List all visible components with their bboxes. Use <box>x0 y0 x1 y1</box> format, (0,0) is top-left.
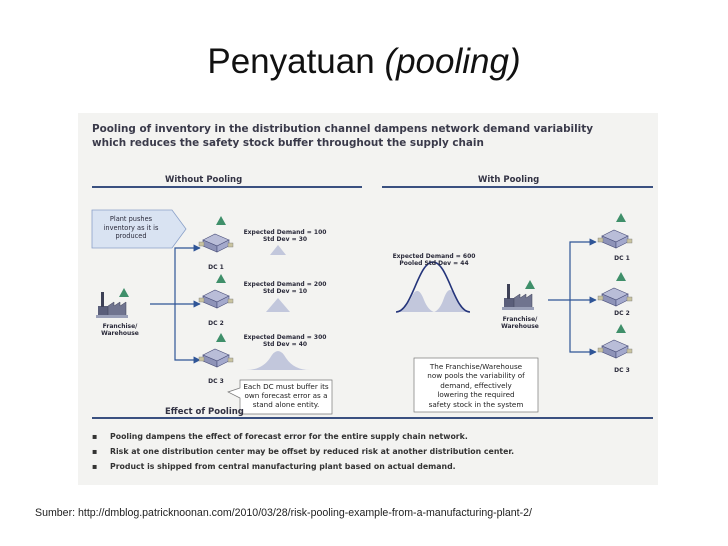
pooled-expected-demand: Expected Demand = 600 <box>392 253 476 260</box>
callout-right-line1: The Franchise/Warehouse <box>429 362 523 371</box>
dc-right-2-icon <box>597 287 633 307</box>
dc-right-2-label: DC 2 <box>614 310 630 317</box>
dc-right-1-triangle-icon <box>616 213 626 222</box>
plant-pushes-line2: inventory as it is <box>103 223 159 232</box>
dc-left-2-triangle-icon <box>216 274 226 283</box>
pooled-demand-text: Expected Demand = 600 Pooled Std Dev = 4… <box>384 253 484 267</box>
dc2-std-dev: Std Dev = 10 <box>262 288 308 295</box>
figure-heading-line2: which reduces the safety stock buffer th… <box>92 137 484 149</box>
dc-left-2-label: DC 2 <box>208 320 224 327</box>
callout-left-line3: stand alone entity. <box>252 400 320 409</box>
dc-left-3-label: DC 3 <box>208 378 224 385</box>
dc1-expected-demand: Expected Demand = 100 <box>243 229 327 236</box>
left-flow-arrows <box>150 244 201 364</box>
dc-right-3-icon <box>597 339 633 359</box>
dc-left-1-icon <box>198 233 234 253</box>
franchise-right-triangle-icon <box>525 280 535 289</box>
plant-pushes-box <box>91 209 187 249</box>
title-main: Penyatuan <box>207 42 385 81</box>
callout-left-line2: own forecast error as a <box>244 391 328 400</box>
dc-left-3-triangle-icon <box>216 333 226 342</box>
plant-pushes-text: Plant pushes inventory as it is produced <box>96 215 166 241</box>
dc3-expected-demand: Expected Demand = 300 <box>243 334 327 341</box>
dc-right-3-triangle-icon <box>616 324 626 333</box>
dc-left-3-icon <box>198 348 234 368</box>
pooled-distribution-curve <box>395 261 471 313</box>
slide-title: Penyatuan (pooling) <box>0 42 728 82</box>
title-italic: (pooling) <box>384 42 521 81</box>
effect-bullet-2: Risk at one distribution center may be o… <box>90 444 650 459</box>
callout-right-line2: now pools the variability of <box>427 371 525 381</box>
effect-bullet-3: Product is shipped from central manufact… <box>90 459 650 474</box>
franchise-right-line2: Warehouse <box>501 323 539 330</box>
figure-heading-line1: Pooling of inventory in the distribution… <box>92 123 593 135</box>
dc-left-1-triangle-icon <box>216 216 226 225</box>
callout-right-line3: demand, effectively <box>440 380 512 390</box>
right-flow-arrows <box>548 238 597 356</box>
callout-right-box <box>413 357 539 413</box>
dc3-demand-text: Expected Demand = 300 Std Dev = 40 <box>238 334 332 348</box>
callout-right-text: The Franchise/Warehouse now pools the va… <box>414 362 538 409</box>
pooled-distribution-fill <box>396 290 470 312</box>
dc-right-2-triangle-icon <box>616 272 626 281</box>
franchise-left-line2: Warehouse <box>101 330 139 337</box>
dc2-expected-demand: Expected Demand = 200 <box>243 281 327 288</box>
dc1-demand-text: Expected Demand = 100 Std Dev = 30 <box>238 229 332 243</box>
effect-bullet-list: Pooling dampens the effect of forecast e… <box>90 429 650 474</box>
effect-bullet-1: Pooling dampens the effect of forecast e… <box>90 429 650 444</box>
dc2-demand-shape <box>266 298 290 312</box>
callout-right-line4: lowering the required <box>437 390 515 400</box>
callout-right-line5: safety stock in the system <box>428 399 524 409</box>
dc-right-3-label: DC 3 <box>614 367 630 374</box>
franchise-left-triangle-icon <box>119 288 129 297</box>
without-pooling-label: Without Pooling <box>165 175 243 185</box>
with-pooling-label: With Pooling <box>478 175 540 185</box>
dc3-std-dev: Std Dev = 40 <box>262 341 308 348</box>
dc-left-2-icon <box>198 289 234 309</box>
franchise-right-line1: Franchise/ <box>502 316 538 323</box>
dc2-demand-text: Expected Demand = 200 Std Dev = 10 <box>238 281 332 295</box>
callout-left-text: Each DC must buffer its own forecast err… <box>240 382 332 409</box>
dc1-demand-shape <box>270 245 286 255</box>
pooled-std-dev: Pooled Std Dev = 44 <box>399 260 469 267</box>
callout-left-box <box>227 379 333 415</box>
source-citation: Sumber: http://dmblog.patricknoonan.com/… <box>35 507 532 519</box>
plant-pushes-line3: produced <box>115 232 147 241</box>
dc-right-1-label: DC 1 <box>614 255 630 262</box>
franchise-left-label: Franchise/ Warehouse <box>94 323 146 337</box>
figure-heading: Pooling of inventory in the distribution… <box>92 122 652 150</box>
franchise-left-line1: Franchise/ <box>102 323 138 330</box>
dc1-std-dev: Std Dev = 30 <box>262 236 308 243</box>
dc-right-1-icon <box>597 229 633 249</box>
dc-left-1-label: DC 1 <box>208 264 224 271</box>
plant-pushes-line1: Plant pushes <box>109 215 153 223</box>
dc3-demand-shape <box>246 351 310 370</box>
callout-left-line1: Each DC must buffer its <box>243 382 329 391</box>
franchise-right-label: Franchise/ Warehouse <box>494 316 546 330</box>
effect-of-pooling-label: Effect of Pooling <box>165 407 244 417</box>
